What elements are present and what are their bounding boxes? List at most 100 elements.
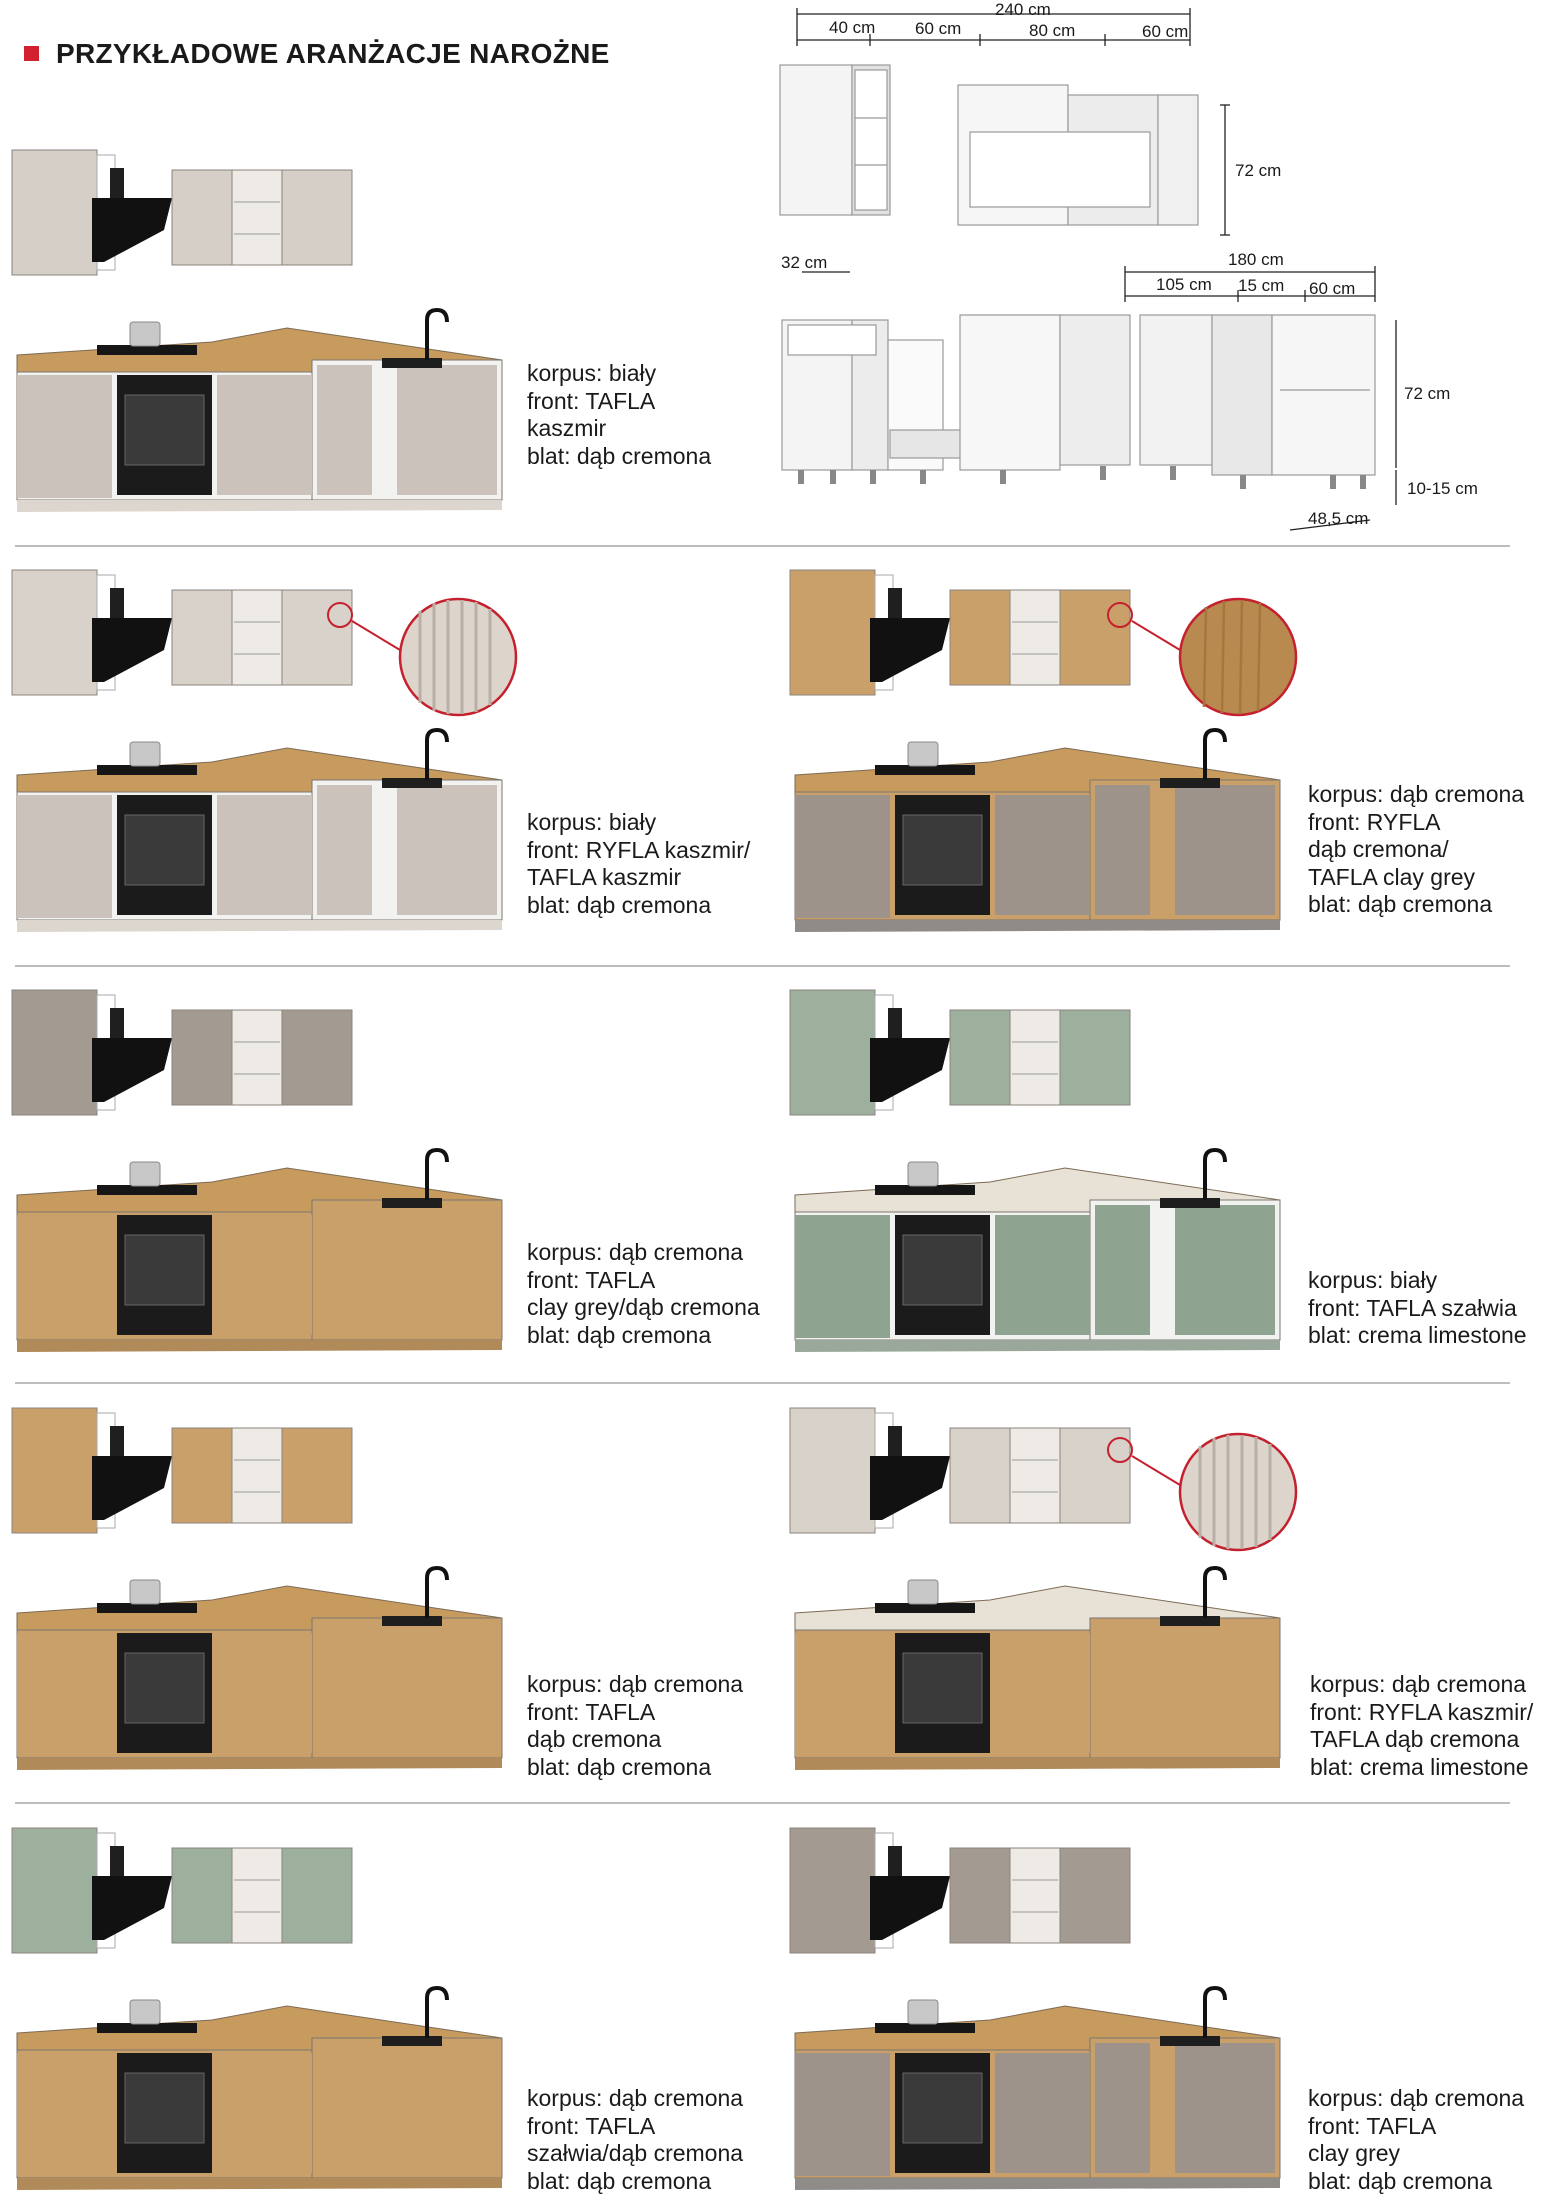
sink — [1160, 2036, 1220, 2046]
dim-base-seg-3: 60 cm — [1309, 279, 1356, 298]
caption-corpus: korpus: dąb cremona — [1310, 1671, 1527, 1697]
hood-chimney — [110, 168, 124, 198]
cabinet-front — [397, 1205, 497, 1335]
cabinet-front — [795, 2053, 890, 2176]
hob — [97, 2023, 197, 2033]
pot — [129, 1579, 161, 1605]
cabinet-front — [1095, 1205, 1150, 1335]
plinth — [17, 1758, 502, 1770]
wall-cabinet — [281, 1427, 353, 1524]
cabinet-front — [995, 2053, 1090, 2173]
oven-door — [902, 2072, 983, 2144]
kitchen-illustration — [11, 149, 503, 512]
caption-line: front: TAFLA — [527, 1266, 656, 1293]
caption-corpus: korpus: dąb cremona — [527, 1671, 744, 1697]
caption-line: TAFLA clay grey — [1308, 863, 1476, 890]
tap — [425, 1985, 449, 2038]
cabinet-front — [1175, 2043, 1275, 2173]
arrangement-caption: korpus: dąb cremona front: RYFLA dąb cre… — [1308, 781, 1524, 919]
wall-cabinet — [1059, 1847, 1131, 1944]
sink — [1160, 1198, 1220, 1208]
row-divider — [15, 965, 1510, 967]
wall-cabinet — [281, 1847, 353, 1944]
wall-cabinet — [171, 1427, 233, 1524]
caption-line: blat: dąb cremona — [527, 1321, 712, 1348]
plinth — [17, 500, 502, 512]
caption-corpus: korpus: biały — [1308, 1267, 1438, 1293]
cabinet-front — [17, 1633, 112, 1756]
cabinet-front — [397, 785, 497, 915]
caption-line: front: TAFLA szałwia — [1308, 1294, 1517, 1321]
hood-chimney — [110, 1846, 124, 1876]
caption-corpus: korpus: dąb cremona — [527, 2085, 744, 2111]
cabinet-front — [317, 365, 372, 495]
arrangement-caption: korpus: biały front: TAFLA szałwia blat:… — [1308, 1267, 1527, 1350]
cabinet-front — [217, 795, 312, 915]
cabinet-front — [317, 785, 372, 915]
arrangement-caption: korpus: dąb cremona front: TAFLA dąb cre… — [527, 1671, 743, 1781]
oven-door — [902, 814, 983, 886]
dim-top-total: 240 cm — [995, 0, 1051, 19]
cabinet-front — [795, 1215, 890, 1338]
tap — [425, 1147, 449, 1200]
wall-cabinet — [11, 569, 98, 696]
caption-line: dąb cremona — [527, 1726, 662, 1752]
cabinet-front — [397, 2043, 497, 2173]
glass-cabinet — [231, 169, 283, 266]
texture-zoom-callout — [1107, 597, 1298, 717]
kitchen-illustration — [11, 1827, 503, 2190]
wall-cabinet — [949, 589, 1011, 686]
caption-line: front: TAFLA — [527, 387, 656, 414]
cabinet-front — [1095, 2043, 1150, 2173]
caption-line: clay grey/dąb cremona — [527, 1294, 760, 1320]
wall-cabinet — [789, 989, 876, 1116]
glass-cabinet — [231, 1427, 283, 1524]
tap — [1203, 1565, 1227, 1618]
caption-line: blat: dąb cremona — [1308, 891, 1493, 917]
dim-wall-depth: 32 cm — [781, 253, 828, 272]
dim-top-seg-2: 60 cm — [915, 19, 962, 38]
hob — [875, 1185, 975, 1195]
oven-door — [902, 1652, 983, 1724]
pot — [907, 1579, 939, 1605]
cabinet-front — [317, 1205, 372, 1335]
hob — [97, 1603, 197, 1613]
kitchen-illustration — [789, 1407, 1281, 1770]
pot — [907, 1161, 939, 1187]
page-title: PRZYKŁADOWE ARANŻACJE NAROŻNE — [56, 38, 610, 69]
wall-cabinet — [281, 169, 353, 266]
plinth — [17, 920, 502, 932]
wall-cabinet — [949, 1427, 1011, 1524]
plinth — [795, 1340, 1280, 1352]
hood-chimney — [110, 1008, 124, 1038]
kitchen-illustration — [11, 569, 503, 932]
wall-cabinet — [281, 1009, 353, 1106]
kitchen-illustration — [11, 1407, 503, 1770]
caption-line: blat: crema limestone — [1308, 1322, 1527, 1348]
caption-line: front: RYFLA kaszmir/ — [527, 836, 751, 863]
cooker-hood — [92, 1456, 172, 1520]
hob — [875, 1603, 975, 1613]
arrangement-caption: korpus: biały front: RYFLA kaszmir/ TAFL… — [527, 809, 750, 919]
plinth — [17, 2178, 502, 2190]
cabinet-front — [1175, 1623, 1275, 1753]
hob — [97, 1185, 197, 1195]
row-divider — [15, 1382, 1510, 1384]
wall-cabinet — [1059, 589, 1131, 686]
oven-door — [124, 2072, 205, 2144]
pot — [129, 1999, 161, 2025]
cabinet-front — [397, 1623, 497, 1753]
dim-legs: 10-15 cm — [1407, 479, 1478, 498]
caption-line: szałwia/dąb cremona — [527, 2140, 744, 2166]
dim-base-depth: 48,5 cm — [1308, 509, 1369, 528]
glass-cabinet — [231, 589, 283, 686]
plinth — [795, 1758, 1280, 1770]
plinth — [795, 920, 1280, 932]
wall-cabinet — [789, 569, 876, 696]
tap — [1203, 1147, 1227, 1200]
sink — [1160, 1616, 1220, 1626]
cooker-hood — [870, 618, 950, 682]
hob — [97, 765, 197, 775]
cabinet-front — [397, 365, 497, 495]
cabinet-front — [795, 1633, 890, 1756]
